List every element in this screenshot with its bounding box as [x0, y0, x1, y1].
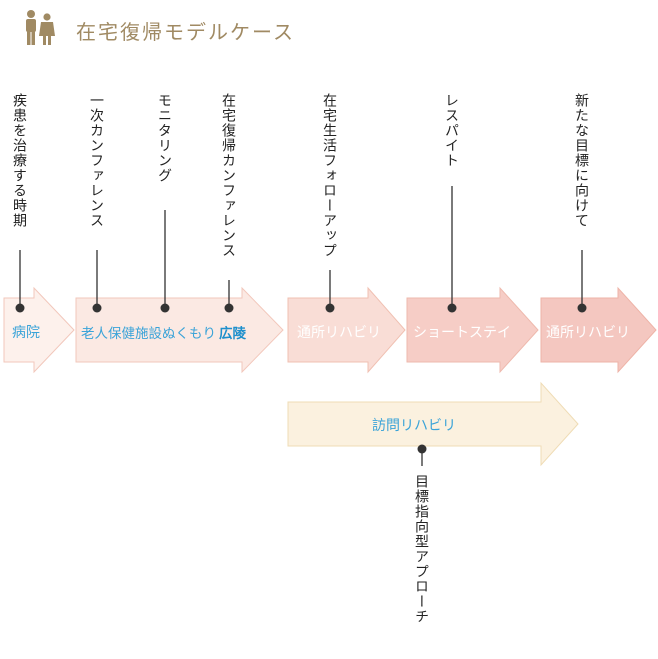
stage-label-shortstay: ショートステイ [413, 325, 511, 341]
shortstay-arrow [406, 286, 539, 374]
conference2-dot [224, 303, 234, 313]
treatment-dot [15, 303, 25, 313]
event-label-conference2: 在宅復帰カンファレンス [220, 93, 236, 258]
respite-dot [447, 303, 457, 313]
newgoal-dot [577, 303, 587, 313]
facility-branch: 広陵 [219, 326, 246, 342]
stage-label-dayrehab1: 通所リハビリ [297, 325, 381, 341]
homerehab-arrow [287, 381, 579, 467]
stage-label-facility: 老人保健施設ぬくもり広陵 [81, 322, 246, 342]
event-label-monitoring: モニタリング [156, 93, 172, 183]
goalapproach-dot [417, 444, 427, 454]
dayrehab2-arrow [540, 286, 657, 374]
followup-dot [325, 303, 335, 313]
event-label-treatment: 疾患を治療する時期 [11, 93, 27, 228]
conference1-dot [92, 303, 102, 313]
event-label-followup: 在宅生活フォローアップ [321, 93, 337, 258]
event-dots [15, 303, 587, 454]
family-icon [26, 10, 55, 45]
connector-lines [19, 186, 583, 466]
facility-name: 老人保健施設ぬくもり [81, 326, 216, 342]
event-label-conference1: 一次カンファレンス [88, 93, 104, 228]
page-title: 在宅復帰モデルケース [76, 20, 295, 44]
stage-label-hospital: 病院 [12, 325, 40, 341]
dayrehab1-arrow [287, 286, 406, 374]
event-label-newgoal: 新たな目標に向けて [573, 93, 589, 228]
monitoring-dot [160, 303, 170, 313]
event-label-goalapproach: 目標指向型アプローチ [413, 474, 429, 624]
event-label-respite: レスパイト [443, 93, 459, 168]
stage-label-dayrehab2: 通所リハビリ [546, 325, 630, 341]
stage-label-homerehab: 訪問リハビリ [372, 418, 456, 434]
